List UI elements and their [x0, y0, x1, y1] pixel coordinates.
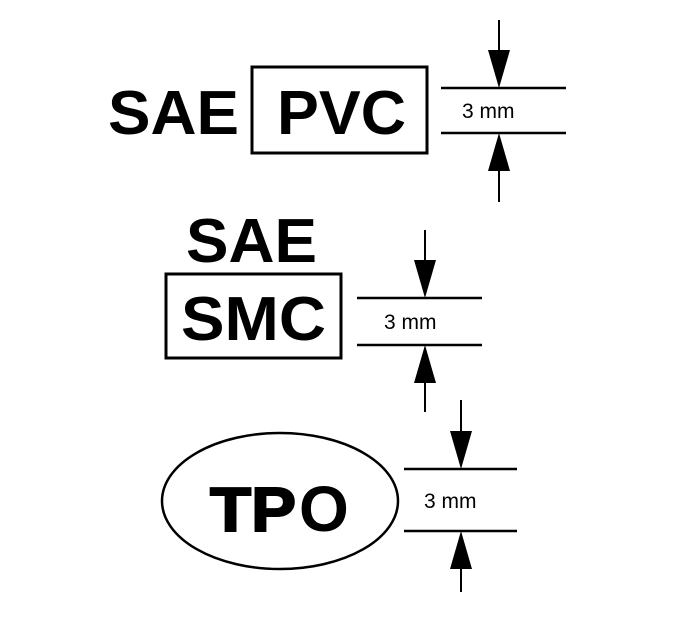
arrow-down-icon	[488, 50, 510, 88]
pvc-dimension: 3 mm	[441, 20, 566, 202]
marking-tpo: TP O 3 mm	[160, 400, 517, 592]
marking-pvc: SAE PVC 3 mm	[108, 20, 566, 202]
smc-rect-frame	[164, 272, 343, 360]
tpo-code-solid-text: O	[299, 473, 349, 545]
pvc-rect-frame	[250, 65, 429, 155]
smc-code-text: SMC	[181, 285, 326, 354]
tpo-dimension: 3 mm	[404, 400, 517, 592]
arrow-down-icon	[414, 260, 436, 298]
tpo-ellipse-frame	[160, 431, 400, 571]
tpo-code-outlined-text: TP	[210, 476, 296, 545]
smc-dimension-label: 3 mm	[384, 311, 437, 334]
tpo-dimension-label: 3 mm	[424, 490, 477, 513]
pvc-code-text: PVC	[277, 79, 406, 148]
smc-dimension: 3 mm	[357, 230, 482, 412]
arrow-up-icon	[450, 531, 472, 569]
smc-prefix-text: SAE	[186, 207, 317, 276]
arrow-up-icon	[488, 133, 510, 171]
pvc-dimension-label: 3 mm	[462, 100, 515, 123]
arrow-down-icon	[450, 431, 472, 469]
pvc-prefix-text: SAE	[108, 79, 239, 148]
arrow-up-icon	[414, 345, 436, 383]
marking-smc: SAE SMC 3 mm	[164, 207, 482, 412]
